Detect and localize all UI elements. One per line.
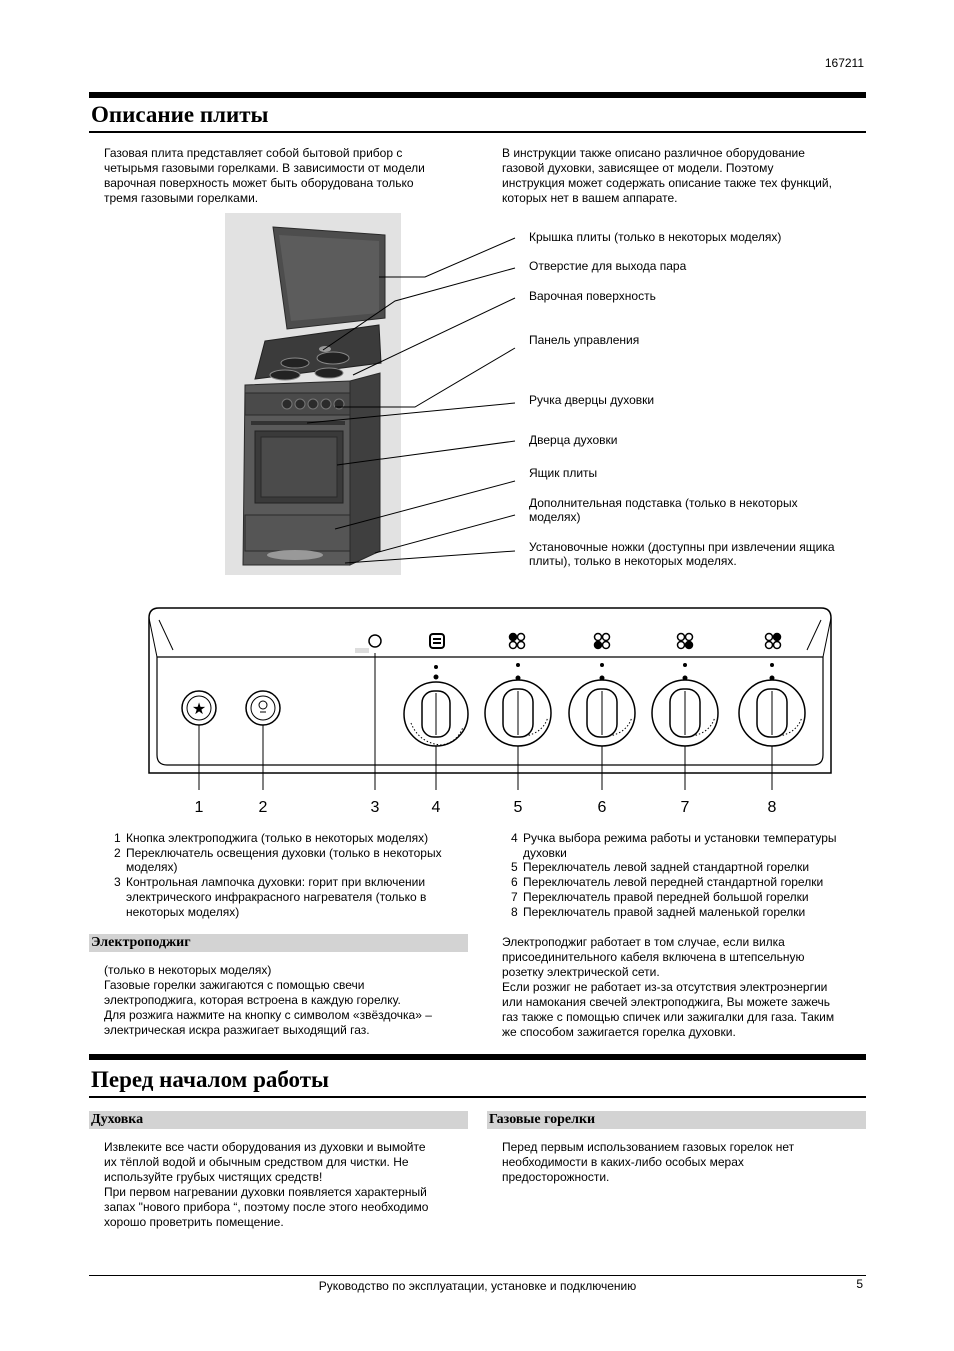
footer-rule <box>89 1275 866 1276</box>
title-underline <box>89 131 866 133</box>
panel-number-1: 1 <box>194 799 204 816</box>
callout-steam-vent: Отверстие для выхода пара <box>529 259 687 273</box>
section2-top-rule <box>89 1054 866 1060</box>
callout-stand: Дополнительная подставка (только в некот… <box>529 496 798 524</box>
section2-title-underline <box>89 1096 866 1098</box>
control-panel-diagram: ★ <box>148 607 832 790</box>
oven-text: Извлеките все части оборудования из духо… <box>104 1140 429 1229</box>
callout-drawer: Ящик плиты <box>529 466 598 480</box>
panel-number-2: 2 <box>258 799 268 816</box>
top-rule <box>89 92 866 98</box>
panel-number-6: 6 <box>597 799 607 816</box>
burners-heading: Газовые горелки <box>487 1111 866 1129</box>
panel-number-7: 7 <box>680 799 690 816</box>
oven-light-switch[interactable] <box>245 690 281 726</box>
panel-number-3: 3 <box>370 799 380 816</box>
panel-number-5: 5 <box>513 799 523 816</box>
ignition-button[interactable]: ★ <box>181 690 217 726</box>
oven-heading: Духовка <box>89 1111 468 1129</box>
callout-door-handle: Ручка дверцы духовки <box>529 393 655 407</box>
svg-text:★: ★ <box>192 699 206 718</box>
callout-control-panel: Панель управления <box>529 333 640 347</box>
document-number: 167211 <box>824 56 864 70</box>
panel-number-8: 8 <box>767 799 777 816</box>
panel-number-4: 4 <box>431 799 441 816</box>
section-title-description: Описание плиты <box>91 102 269 127</box>
callout-lid: Крышка плиты (только в некоторых моделях… <box>529 230 782 244</box>
page-number: 5 <box>856 1277 863 1291</box>
stove-illustration <box>225 213 516 575</box>
burners-text: Перед первым использованием газовых горе… <box>502 1140 795 1184</box>
intro-left-text: Газовая плита представляет собой бытовой… <box>104 146 425 205</box>
intro-right-text: В инструкции также описано различное обо… <box>502 146 832 205</box>
ignition-heading: Электроподжиг <box>89 934 468 952</box>
ignition-left-text: (только в некоторых моделях) Газовые гор… <box>104 963 432 1037</box>
callout-feet: Установочные ножки (доступны при извлече… <box>529 540 835 568</box>
footer-text: Руководство по эксплуатации, установке и… <box>318 1279 637 1293</box>
callout-hob: Варочная поверхность <box>529 289 656 303</box>
ignition-right-text: Электроподжиг работает в том случае, есл… <box>502 935 835 1039</box>
callout-oven-door: Дверца духовки <box>529 433 618 447</box>
section-title-before-start: Перед началом работы <box>91 1067 330 1092</box>
